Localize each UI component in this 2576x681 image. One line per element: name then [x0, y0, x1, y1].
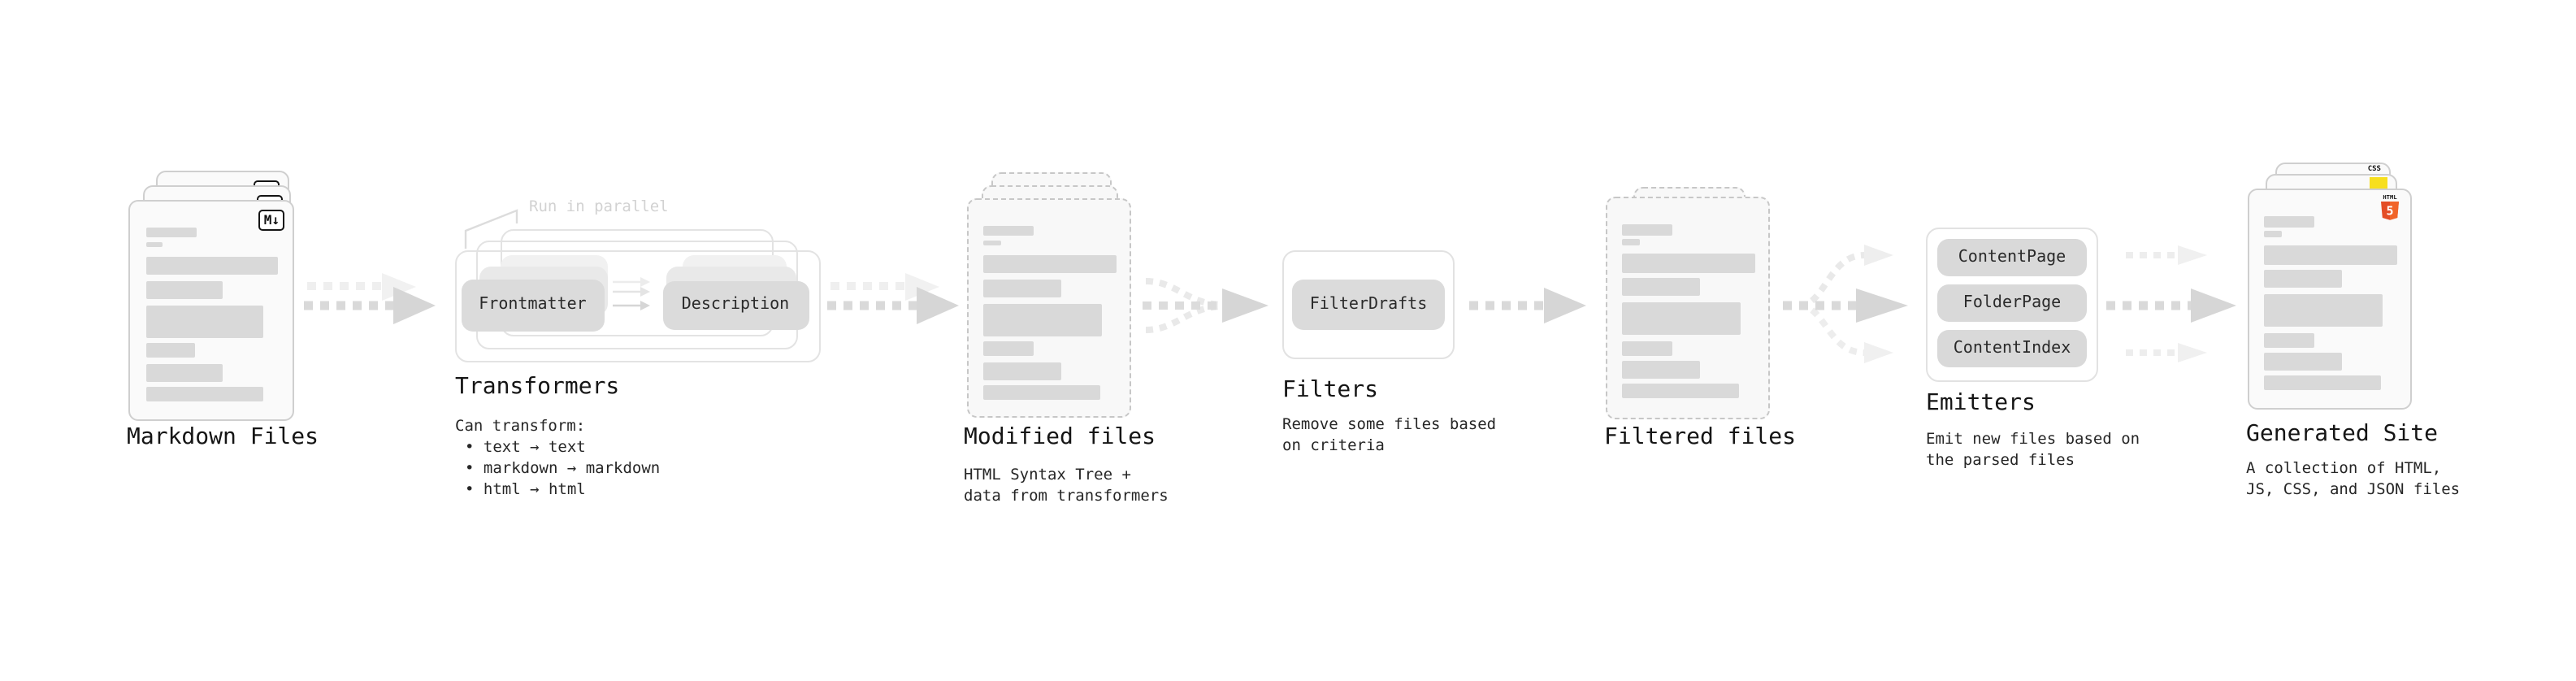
generated-html-card: HTML 5 — [2247, 189, 2412, 409]
flow-arrow-icon — [1468, 287, 1585, 323]
transformers-caption: Can transform: — [455, 417, 586, 435]
filtered-files-label: Filtered files — [1604, 424, 1797, 450]
filters-caption: Remove some files based on criteria — [1282, 416, 1497, 456]
transformers-box-front — [455, 249, 821, 362]
svg-text:HTML: HTML — [2383, 193, 2397, 201]
filters-label: Filters — [1282, 376, 1379, 402]
triple-arrow-icon — [2106, 245, 2236, 362]
emitters-box: ContentPage FolderPage ContentIndex — [1926, 228, 2098, 381]
generated-site-stack: CSS HTML 5 — [2247, 162, 2426, 414]
markdown-files-label: Markdown Files — [127, 424, 319, 450]
document-text-skeleton — [145, 227, 278, 401]
bullet-item: • text → text — [465, 438, 586, 456]
markdown-icon: M↓ — [258, 209, 284, 230]
emitters-caption: Emit new files based on the parsed files — [1926, 430, 2140, 470]
document-text-skeleton — [983, 225, 1116, 399]
transformers-bullet-list: • text → text • markdown → markdown • ht… — [465, 436, 660, 502]
run-in-parallel-note: Run in parallel — [529, 197, 669, 215]
document-text-skeleton — [1622, 224, 1754, 398]
markdown-files-stack: M↓ M↓ M↓ — [128, 171, 325, 421]
emitter-pill-contentindex: ContentIndex — [1937, 330, 2087, 367]
js-icon — [2370, 177, 2387, 189]
markdown-file-card-front: M↓ — [128, 199, 293, 420]
filtered-files-stack — [1605, 186, 1784, 422]
emitter-pill-contentpage: ContentPage — [1937, 239, 2087, 275]
filtered-file-card-front — [1605, 197, 1770, 419]
pill-arrows-icon — [613, 277, 650, 310]
generated-site-caption: A collection of HTML, JS, CSS, and JSON … — [2246, 459, 2461, 499]
generated-site-label: Generated Site — [2246, 420, 2439, 446]
converge-arrow-icon — [1143, 277, 1268, 332]
modified-files-label: Modified files — [964, 424, 1156, 450]
svg-text:5: 5 — [2386, 203, 2393, 218]
flow-arrow-icon — [304, 272, 436, 323]
emitter-pill-folderpage: FolderPage — [1937, 284, 2087, 321]
transformer-pill-frontmatter: Frontmatter — [462, 279, 604, 331]
modified-file-card-front — [966, 197, 1131, 417]
filter-pill-filterdrafts: FilterDrafts — [1292, 279, 1445, 329]
document-text-skeleton — [2264, 216, 2396, 390]
emitters-label: Emitters — [1926, 389, 2036, 415]
html5-icon: HTML 5 — [2381, 193, 2399, 220]
bullet-item: • html → html — [465, 481, 586, 500]
bullet-item: • markdown → markdown — [465, 459, 661, 478]
modified-files-caption: HTML Syntax Tree + data from transformer… — [964, 466, 1169, 506]
diverge-arrow-icon — [1783, 244, 1908, 362]
transformers-label: Transformers — [455, 373, 620, 399]
note-callout-line — [464, 209, 518, 249]
transformer-pill-description: Description — [662, 280, 809, 329]
flow-arrow-icon — [827, 272, 959, 323]
modified-files-stack — [966, 171, 1145, 419]
